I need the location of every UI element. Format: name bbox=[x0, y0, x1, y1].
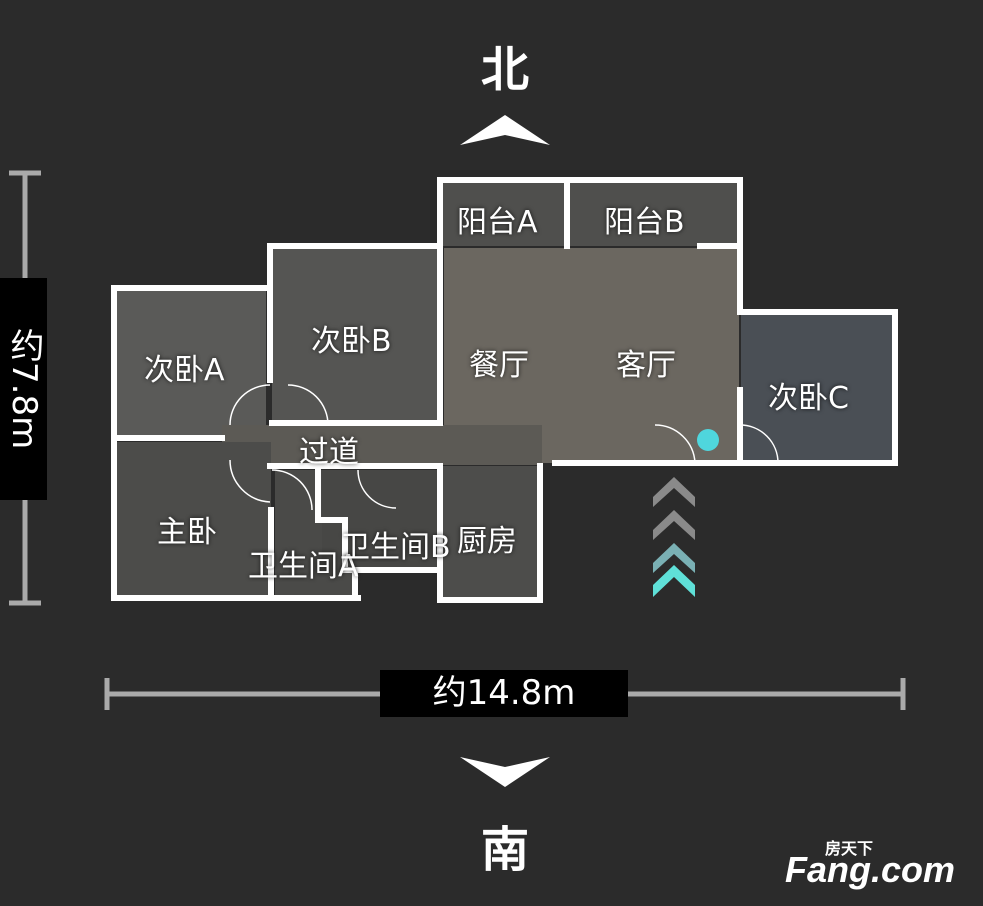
bedroom-a-area bbox=[116, 288, 266, 438]
walls bbox=[111, 177, 898, 603]
kitchen-area bbox=[442, 466, 537, 598]
north-label: 北 bbox=[480, 42, 529, 98]
room-bath-a: 卫生间A bbox=[248, 549, 359, 584]
room-kitchen: 厨房 bbox=[457, 524, 517, 559]
room-bath-b: 卫生间B bbox=[340, 530, 451, 565]
room-bedroom-b: 次卧B bbox=[311, 324, 392, 359]
room-bedroom-a: 次卧A bbox=[144, 353, 225, 388]
room-master: 主卧 bbox=[157, 515, 217, 550]
entrance-chevrons-icon bbox=[653, 477, 695, 597]
balcony-b-area bbox=[567, 182, 739, 246]
south-label: 南 bbox=[480, 822, 529, 878]
balcony-a-area bbox=[442, 182, 567, 246]
south-arrow-icon bbox=[460, 757, 550, 787]
room-living: 客厅 bbox=[616, 348, 676, 383]
bedroom-b-area bbox=[272, 248, 440, 423]
room-fills bbox=[116, 182, 893, 598]
depth-label: 约7.8m bbox=[0, 278, 47, 500]
room-hallway: 过道 bbox=[299, 435, 359, 470]
location-marker-icon bbox=[697, 429, 719, 451]
room-balcony-b: 阳台B bbox=[604, 205, 685, 240]
room-bedroom-c: 次卧C bbox=[768, 381, 849, 416]
width-label: 约14.8m bbox=[380, 670, 628, 717]
hallway-area bbox=[222, 425, 542, 465]
master-area bbox=[116, 442, 271, 597]
north-arrow-icon bbox=[460, 115, 550, 145]
room-dining: 餐厅 bbox=[469, 348, 529, 383]
door-arcs bbox=[229, 384, 779, 511]
floor-plan bbox=[111, 177, 898, 603]
fang-logo: 房天下 Fang.com bbox=[785, 841, 956, 890]
room-balcony-a: 阳台A bbox=[457, 205, 538, 240]
bedroom-c-area bbox=[741, 312, 893, 462]
